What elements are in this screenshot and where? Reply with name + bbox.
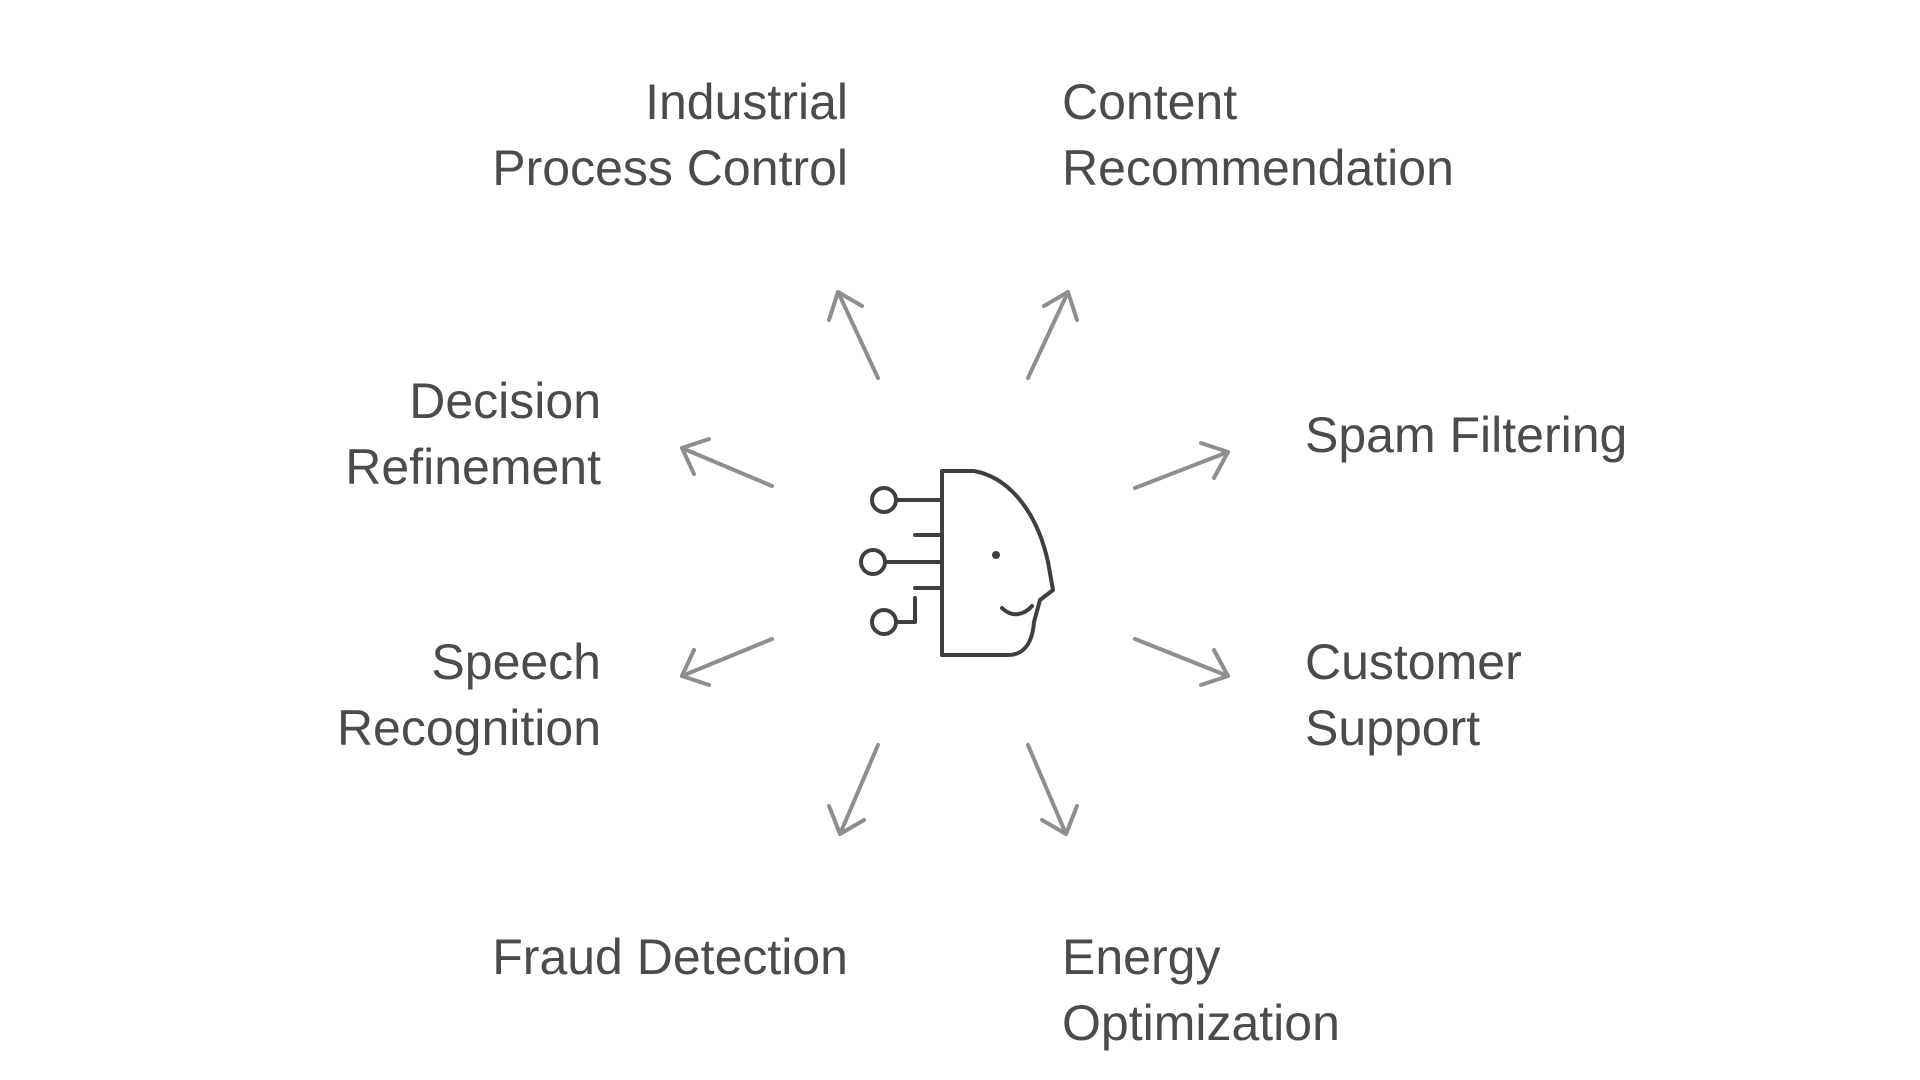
label-line: Decision: [409, 373, 601, 429]
arrow-to-speech: [680, 637, 774, 687]
label-line: Energy: [1062, 929, 1221, 985]
label-line: Support: [1305, 700, 1481, 756]
label-line: Optimization: [1062, 995, 1340, 1051]
label-line: Fraud Detection: [492, 929, 848, 985]
label-line: Content: [1062, 74, 1238, 130]
label-content-recommendation: Content Recommendation: [1062, 69, 1454, 201]
label-line: Recognition: [336, 700, 601, 756]
label-fraud-detection: Fraud Detection: [492, 924, 848, 990]
label-energy-optimization: Energy Optimization: [1062, 924, 1340, 1056]
label-line: Industrial: [645, 74, 848, 130]
label-line: Speech: [431, 634, 601, 690]
label-decision-refinement: Decision Refinement: [345, 368, 601, 500]
eye-dot: [992, 551, 1000, 559]
arrow-to-spam: [1133, 441, 1230, 490]
label-line: Customer: [1305, 634, 1522, 690]
arrow-to-content: [1026, 290, 1079, 380]
label-industrial-process-control: Industrial Process Control: [492, 69, 848, 201]
label-line: Refinement: [345, 439, 601, 495]
ai-head-circuit-icon: [859, 469, 1055, 657]
label-line: Process Control: [492, 140, 848, 196]
arrow-to-decision: [680, 437, 774, 488]
arrow-to-fraud: [827, 743, 880, 836]
label-line: Spam Filtering: [1305, 407, 1628, 463]
label-line: Recommendation: [1062, 140, 1454, 196]
label-speech-recognition: Speech Recognition: [337, 629, 601, 761]
arrow-to-customer: [1133, 637, 1230, 687]
label-spam-filtering: Spam Filtering: [1305, 402, 1627, 468]
label-customer-support: Customer Support: [1305, 629, 1522, 761]
arrow-to-energy: [1026, 743, 1079, 836]
arrow-to-industrial: [827, 290, 880, 380]
